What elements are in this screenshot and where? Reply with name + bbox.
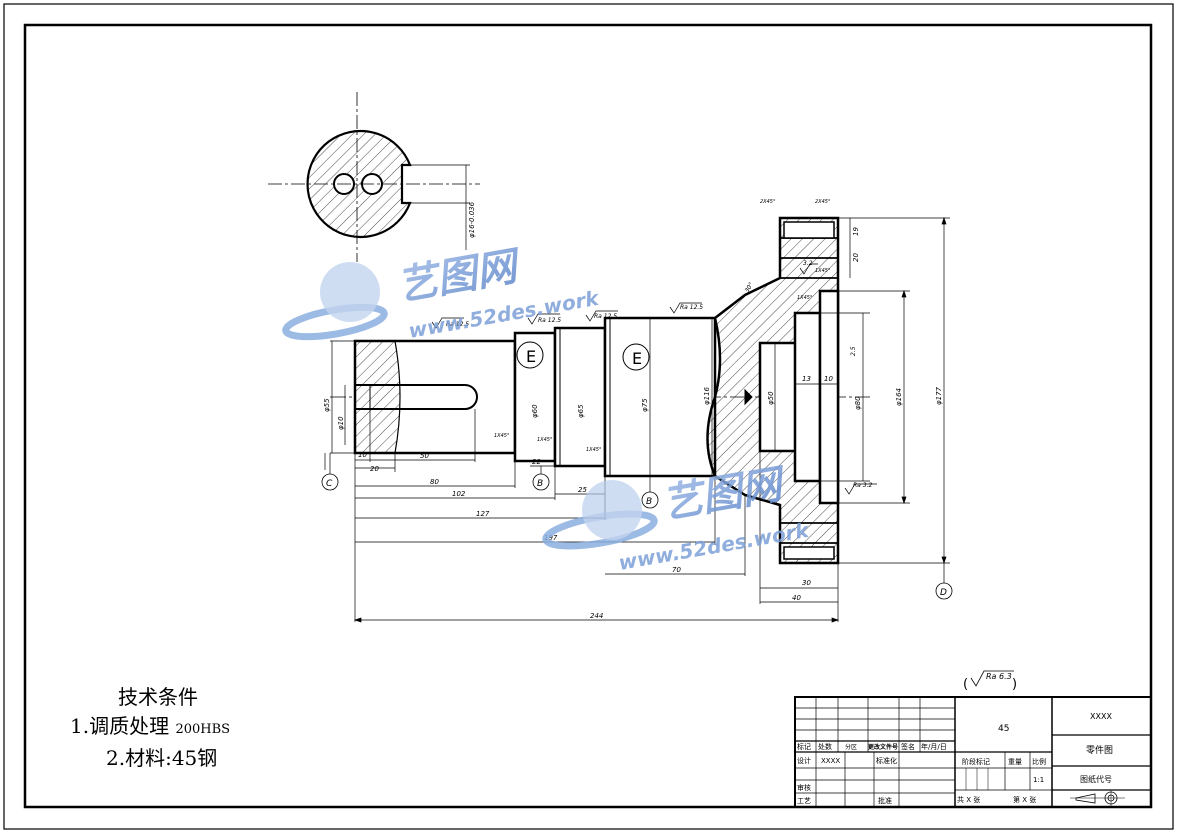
roughness-3: Ra 12.5 (594, 313, 617, 320)
dim-chamfer-2: 1X45° (537, 437, 553, 443)
general-roughness-text: Ra 6.3 (986, 672, 1012, 681)
dim-angle: 30° (744, 281, 755, 294)
roughness-2: Ra 12.5 (538, 317, 561, 324)
shaft-view (330, 216, 870, 565)
section-view: φ16-0.036 (268, 92, 480, 262)
notes-item-1-text: 1.调质处理 (70, 714, 170, 738)
tb-row-zone: 分区 (845, 743, 857, 751)
tb-weight: 重量 (1008, 758, 1022, 766)
drawing-frame (23, 23, 1153, 809)
outer-border (3, 3, 1174, 830)
paren-open: ( (963, 677, 968, 692)
notes-item-1: 1.调质处理 200HBS (70, 712, 330, 744)
tb-scale: 1:1 (1033, 776, 1044, 784)
dim-197: 197 (544, 534, 558, 542)
tb-standardize: 标准化 (876, 756, 897, 765)
dim-d177: φ177 (935, 386, 943, 405)
tb-row-change: 更改文件号 (868, 743, 898, 751)
notes-item-2: 2.材料:45钢 (106, 746, 218, 770)
tb-scale-label: 比例 (1032, 757, 1046, 766)
dim-chamfer-6: 1X45° (815, 268, 831, 274)
section-label-1: E (526, 347, 536, 366)
dim-127: 127 (476, 510, 490, 518)
dim-19: 19 (852, 227, 860, 236)
dim-80: 80 (430, 478, 439, 486)
dim-40: 40 (792, 594, 801, 602)
notes-title: 技术条件 (118, 685, 198, 709)
dim-chamfer-4: 2X45° (760, 199, 776, 205)
dim-chamfer-5: 2X45° (815, 199, 831, 205)
datum-symbols: C B B D (321, 473, 953, 600)
dim-30: 30 (802, 579, 811, 587)
watermark-brand-1: 艺图网 (394, 243, 526, 310)
section-label-2: E (632, 349, 642, 368)
dim-d10: φ10 (337, 416, 345, 430)
tb-material: 45 (998, 724, 1009, 734)
tb-drawing-name: 零件图 (1086, 744, 1113, 756)
tb-stage-mark: 阶段标记 (962, 757, 990, 766)
roughness-5: Ra 3.2 (853, 482, 872, 489)
notes-item-1-extra: 200HBS (175, 722, 231, 737)
tb-approve: 批准 (878, 796, 892, 805)
title-block (794, 696, 1152, 808)
dim-d80: φ80 (854, 396, 862, 410)
roughness-1: Ra 12.5 (446, 321, 469, 328)
datum-label-d: D (940, 588, 947, 598)
roughness-4: Ra 12.5 (680, 304, 703, 311)
dim-d50: φ50 (767, 391, 775, 405)
dim-20: 20 (370, 465, 379, 473)
roughness-6: 3.2 (803, 260, 813, 267)
dim-25: 25 (578, 486, 587, 494)
dim-d116: φ116 (703, 386, 711, 405)
dim-chamfer-1: 1X45° (494, 433, 510, 439)
tb-row-count: 处数 (818, 742, 832, 751)
tb-row-date: 年/月/日 (921, 742, 947, 751)
paren-close: ) (1012, 677, 1017, 692)
dim-d164: φ164 (895, 388, 903, 406)
section-dim-text: φ16-0.036 (468, 201, 476, 238)
tb-process: 工艺 (797, 797, 811, 805)
tb-designer: XXXX (821, 757, 840, 765)
roughness-marks: Ra 12.5 Ra 12.5 Ra 12.5 Ra 12.5 Ra 3.2 3… (431, 260, 877, 495)
dim-d65: φ65 (577, 404, 585, 418)
watermark-2: 艺图网 www.52des.work (542, 461, 812, 575)
dim-10: 10 (358, 451, 367, 459)
dimension-lines (324, 216, 950, 623)
dimension-texts: 10 20 50 80 102 22 25 127 197 70 30 40 2… (323, 199, 943, 620)
dim-d55: φ55 (323, 398, 331, 412)
general-roughness: ( Ra 6.3 ) (963, 670, 1017, 692)
tb-row-sign: 签名 (901, 742, 915, 751)
tb-drawing-code: 图纸代号 (1080, 774, 1112, 784)
technical-notes: 技术条件 1.调质处理 200HBS 2.材料:45钢 (70, 683, 330, 773)
tb-sheet-no: 第 X 张 (1013, 795, 1036, 804)
tb-row-mark: 标记 (797, 742, 811, 751)
dim-d75: φ75 (641, 398, 649, 412)
tb-sheets-total: 共 X 张 (957, 795, 980, 804)
dim-10b: 10 (824, 375, 833, 383)
dim-22: 22 (532, 458, 541, 466)
dim-depth: 2.5 (850, 346, 857, 356)
dim-50: 50 (420, 452, 429, 460)
datum-label-b1: B (537, 479, 543, 489)
tb-company: XXXX (1090, 712, 1112, 721)
datum-label-c: C (326, 479, 333, 489)
dim-102: 102 (452, 490, 466, 498)
dim-chamfer-7: 1X45° (797, 295, 813, 301)
dim-13: 13 (802, 375, 811, 383)
tb-review: 审核 (797, 783, 811, 792)
section-marks: E E (516, 341, 650, 371)
dim-chamfer-3: 1X45° (586, 447, 602, 453)
title-block-texts: 45 XXXX 零件图 图纸代号 标记 处数 分区 更改文件号 签名 年/月/日… (797, 712, 1113, 805)
dim-d60: φ60 (531, 404, 539, 418)
datum-label-b2: B (646, 497, 652, 507)
tb-design: 设计 (797, 756, 811, 765)
dim-244: 244 (590, 612, 603, 620)
dim-70: 70 (672, 566, 681, 574)
dim-20b: 20 (852, 253, 860, 262)
